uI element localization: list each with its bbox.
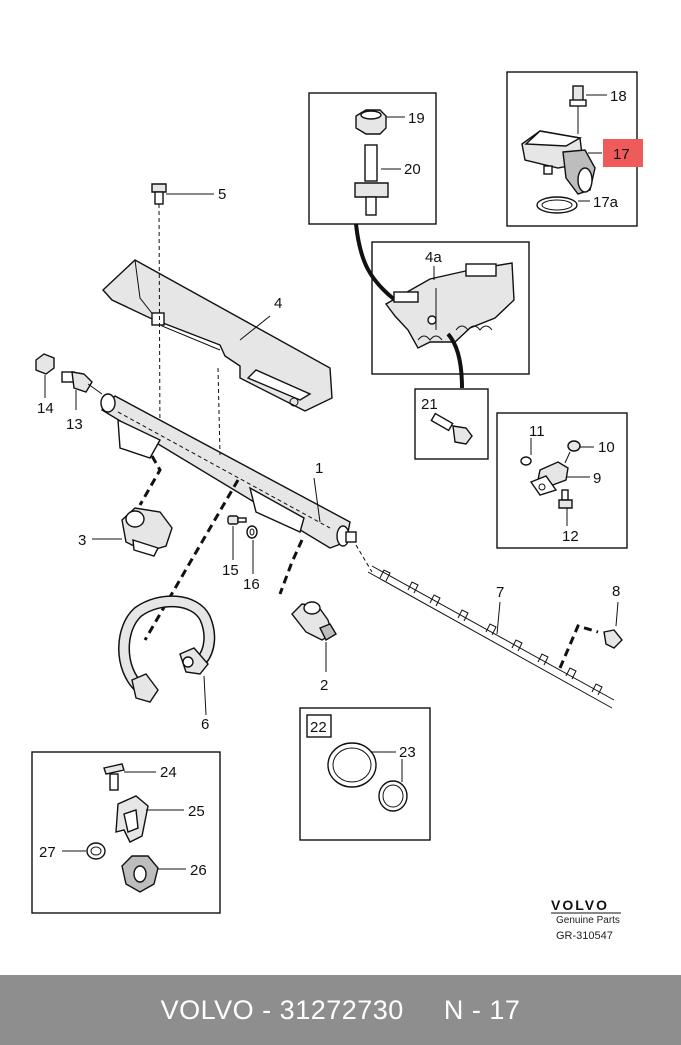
label-17: 17: [613, 146, 630, 163]
label-14: 14: [37, 400, 54, 417]
detail-box-seals-22: [299, 707, 431, 841]
fuel-rail-1-drawing: [100, 393, 357, 549]
footer-brand: VOLVO: [160, 994, 255, 1025]
label-17a: 17a: [593, 194, 619, 211]
label-26: 26: [190, 862, 207, 879]
seals-23-drawing: [327, 742, 408, 812]
label-10: 10: [598, 439, 615, 456]
label-2: 2: [320, 677, 328, 694]
sensor-8-drawing: [603, 629, 623, 649]
injector-2-drawing: [291, 601, 337, 641]
cover-4a-drawing: [384, 262, 515, 349]
label-19: 19: [408, 110, 425, 127]
link-line-rail-7: [355, 544, 373, 573]
label-18: 18: [610, 88, 627, 105]
label-13: 13: [66, 416, 83, 433]
link-line-rail-2: [278, 539, 304, 595]
stud-drawing: [354, 109, 389, 216]
footer-part-number: 31272730: [279, 994, 404, 1025]
label-9: 9: [593, 470, 601, 487]
label-box-22: [306, 714, 332, 738]
label-25: 25: [188, 803, 205, 820]
bolt-5-drawing: [151, 183, 167, 205]
label-22: 22: [310, 719, 327, 736]
footer-separator-2: -: [463, 994, 490, 1025]
gr-code: GR-310547: [556, 930, 613, 942]
footer-gap: [404, 995, 444, 1026]
regulator-3-drawing: [121, 507, 173, 557]
highlight-part-17: [603, 139, 643, 167]
label-16: 16: [243, 576, 260, 593]
volvo-logo: VOLVO: [551, 897, 609, 913]
bolt-21-drawing: [430, 412, 473, 445]
label-5: 5: [218, 186, 226, 203]
washer-16-drawing: [246, 525, 258, 539]
label-27: 27: [39, 844, 56, 861]
cover-4-drawing: [102, 259, 333, 412]
label-21: 21: [421, 396, 438, 413]
link-line-4a-21: [446, 332, 464, 389]
label-7: 7: [496, 584, 504, 601]
fitting-13-drawing: [61, 371, 103, 395]
link-line-7-8: [558, 624, 599, 669]
sensor-17-drawing: [521, 85, 596, 214]
genuine-parts-caption: Genuine Parts: [556, 915, 620, 926]
link-line-20-4a: [354, 223, 397, 302]
label-12: 12: [562, 528, 579, 545]
label-20: 20: [404, 161, 421, 178]
footer-separator-1: -: [254, 994, 280, 1025]
detail-box-clip: [31, 751, 221, 914]
link-line-rail-6: [143, 479, 240, 641]
link-line-rail-3: [138, 455, 162, 506]
label-15: 15: [222, 562, 239, 579]
detail-box-bolt-21: [414, 388, 489, 460]
footer-ref-prefix: N: [443, 994, 464, 1025]
label-23: 23: [399, 744, 416, 761]
label-24: 24: [160, 764, 177, 781]
nut-14-drawing: [35, 353, 55, 375]
footer-ref-number: 17: [489, 994, 521, 1025]
valve-9-drawing: [520, 440, 581, 509]
parts-diagram: 18 17 17a 19 20 4a 21: [31, 71, 643, 942]
detail-box-cover-4a: [371, 241, 530, 375]
label-1: 1: [315, 460, 323, 477]
bolt-15-drawing: [227, 515, 247, 525]
clip-drawing: [86, 763, 159, 893]
label-8: 8: [612, 583, 620, 600]
label-4: 4: [274, 295, 282, 312]
label-11: 11: [529, 423, 545, 440]
detail-box-stud: [308, 92, 437, 225]
label-6: 6: [201, 716, 209, 733]
harness-7-drawing: [367, 565, 615, 709]
footer-bar: VOLVO - 31272730 N - 17: [0, 975, 681, 1045]
label-3: 3: [78, 532, 86, 549]
label-4a: 4a: [425, 249, 442, 266]
hose-6-drawing: [118, 595, 216, 703]
detail-box-valve: [496, 412, 628, 549]
